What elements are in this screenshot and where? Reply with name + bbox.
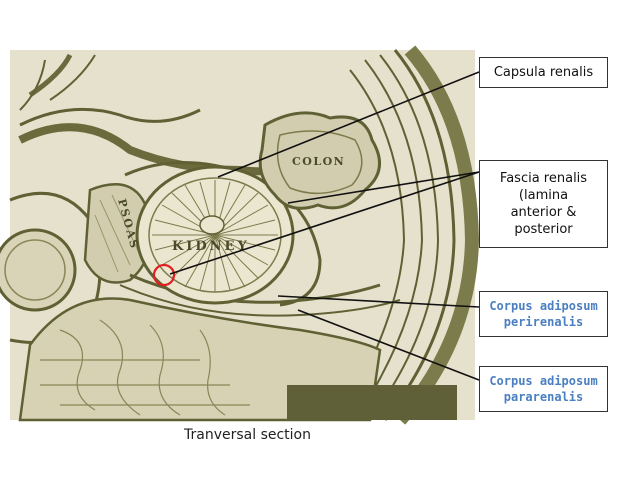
fascia-line-1: Fascia renalis <box>499 171 588 186</box>
kidney <box>135 165 295 305</box>
pararenalis-line-2: pararenalis <box>503 390 584 404</box>
fascia-renalis-callout: Fascia renalis (lamina anterior & poster… <box>479 160 608 248</box>
highlight-circle <box>152 263 176 287</box>
pararenalis-line-1: Corpus adiposum <box>489 374 598 388</box>
fascia-line-2: (lamina <box>518 188 569 203</box>
perirenalis-line-1: Corpus adiposum <box>489 299 598 313</box>
leader-perirenalis <box>277 295 480 308</box>
kidney-label: KIDNEY <box>172 239 250 254</box>
fascia-line-4: posterior <box>514 222 573 237</box>
fascia-line-3: anterior & <box>510 205 577 220</box>
dark-box <box>287 385 457 420</box>
capsula-renalis-callout: Capsula renalis <box>479 57 608 88</box>
figure-caption: Tranversal section <box>184 427 311 443</box>
leader-lines <box>169 71 480 381</box>
leader-fascia-anterior <box>287 171 480 204</box>
corpus-adiposum-perirenalis-callout: Corpus adiposum perirenalis <box>479 291 608 337</box>
perirenalis-line-2: perirenalis <box>503 315 584 329</box>
colon-label: COLON <box>292 155 345 168</box>
corpus-adiposum-pararenalis-callout: Corpus adiposum pararenalis <box>479 366 608 412</box>
capsula-renalis-text: Capsula renalis <box>493 65 594 80</box>
body-wall <box>339 45 480 425</box>
leader-capsula <box>217 71 480 178</box>
leader-fascia-posterior <box>169 171 480 275</box>
leader-pararenalis <box>297 309 480 381</box>
